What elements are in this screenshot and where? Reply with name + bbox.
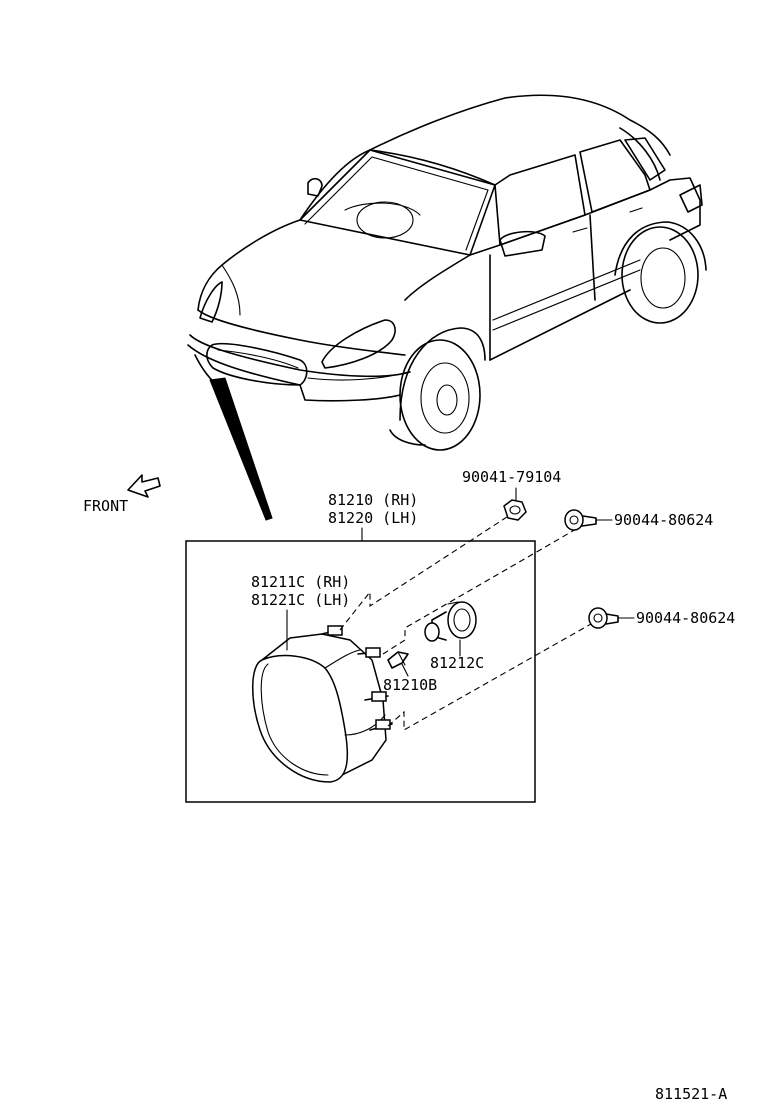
- assembly-box: [185, 540, 536, 803]
- clip-label: 81210B: [383, 676, 437, 694]
- nut-top-part: [503, 499, 527, 521]
- lens-rh-label: 81211C (RH): [251, 573, 350, 591]
- bulb-socket-part: [424, 601, 477, 642]
- assembly-lh-label: 81220 (LH): [328, 509, 418, 527]
- lens-lh-label: 81221C (LH): [251, 591, 350, 609]
- clip-leader: [401, 663, 409, 677]
- assembly-rh-label: 81210 (RH): [328, 491, 418, 509]
- nut-mid-label: 90044-80624: [614, 511, 713, 529]
- bulb-socket-label: 81212C: [430, 654, 484, 672]
- front-direction-arrow: [127, 474, 161, 498]
- nut-top-label: 90041-79104: [462, 468, 561, 486]
- dash-nut-mid: [382, 527, 579, 655]
- diagram-code: 811521-A: [655, 1085, 727, 1103]
- nut-mid-part: [564, 509, 597, 531]
- nut-low-label: 90044-80624: [636, 609, 735, 627]
- nut-low-part: [588, 607, 619, 629]
- car-illustration: [187, 94, 707, 521]
- dash-nut-low: [387, 619, 599, 731]
- dash-nut-top: [339, 514, 511, 631]
- fog-lamp: [252, 625, 393, 783]
- front-label: FRONT: [83, 497, 128, 515]
- clip-part: [387, 651, 409, 669]
